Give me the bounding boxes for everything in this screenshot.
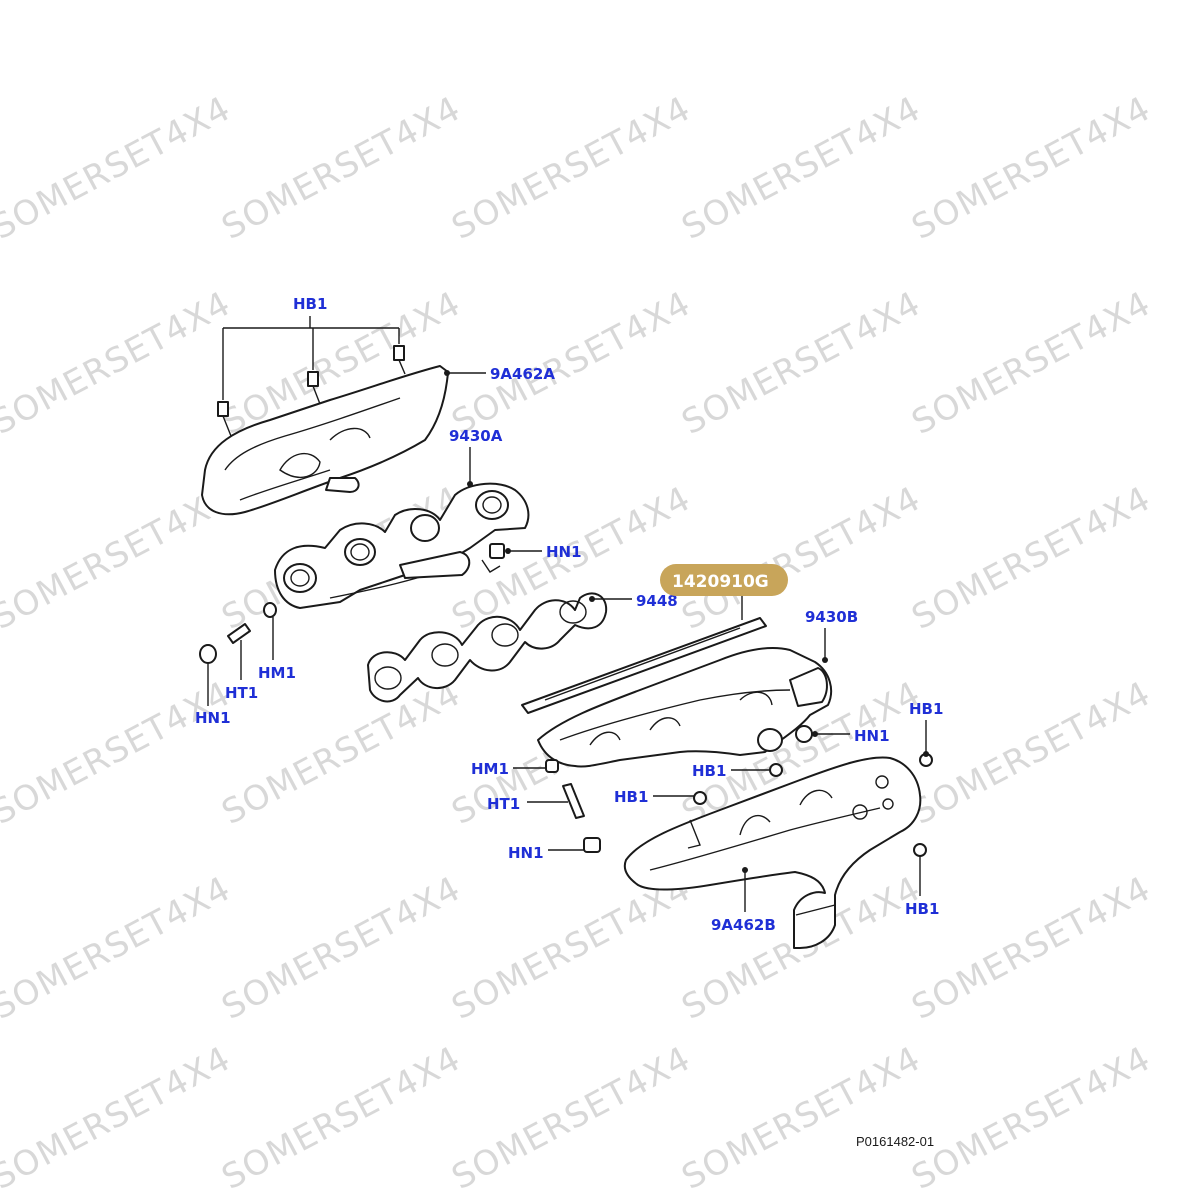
watermark: SOMERSET4X4	[905, 674, 1157, 833]
shield-b-leader	[742, 867, 748, 912]
hb1-b2-callout: HB1	[614, 788, 648, 806]
hn1-a-callout: HN1	[546, 543, 582, 561]
hm1-left-callout: HM1	[258, 664, 296, 682]
spacer-hm1-b[interactable]	[513, 759, 559, 773]
watermark: SOMERSET4X4	[905, 89, 1157, 248]
manifold-b-callout: 9430B	[805, 608, 858, 626]
watermark: SOMERSET4X4	[0, 869, 237, 1028]
watermark: SOMERSET4X4	[445, 869, 697, 1028]
part-number-label: 1420910G	[672, 572, 769, 592]
stud-hb1-a2[interactable]	[307, 371, 321, 405]
watermark: SOMERSET4X4	[445, 284, 697, 443]
shield-b-callout: 9A462B	[711, 916, 776, 934]
manifold-a-leader	[467, 447, 473, 487]
heat-shield-a[interactable]	[201, 365, 449, 516]
hb1-right-bottom-callout: HB1	[905, 900, 939, 918]
bolt-hb1-right-bottom[interactable]	[913, 843, 927, 896]
hb1-top-leader	[222, 316, 400, 400]
nut-hn1-bottom[interactable]	[548, 837, 601, 853]
gasket-b-strip[interactable]	[521, 617, 767, 714]
gasket-9448[interactable]	[367, 592, 608, 703]
shield-a-leader	[444, 370, 486, 376]
watermark: SOMERSET4X4	[215, 1039, 467, 1198]
watermark: SOMERSET4X4	[445, 89, 697, 248]
ht1-b-callout: HT1	[487, 795, 520, 813]
stud-ht1-left[interactable]	[227, 623, 251, 680]
manifold-b-leader	[822, 628, 828, 663]
hb1-top-callout: HB1	[293, 295, 327, 313]
stud-hb1-a1[interactable]	[217, 401, 232, 437]
watermark: SOMERSET4X4	[675, 479, 927, 638]
watermark: SOMERSET4X4	[0, 89, 237, 248]
stud-hb1-a3[interactable]	[393, 345, 406, 375]
watermark: SOMERSET4X4	[0, 479, 237, 638]
heat-shield-b[interactable]	[623, 756, 922, 949]
shield-a-callout: 9A462A	[490, 365, 555, 383]
hn1-b-callout: HN1	[854, 727, 890, 745]
nut-hn1-a[interactable]	[489, 543, 542, 559]
watermark: SOMERSET4X4	[675, 1039, 927, 1198]
diagram-reference: P0161482-01	[856, 1134, 934, 1149]
bolt-hb1-b2[interactable]	[653, 791, 707, 805]
part-number-highlight[interactable]: 1420910G	[660, 564, 788, 620]
watermark: SOMERSET4X4	[0, 284, 237, 443]
watermark: SOMERSET4X4	[675, 284, 927, 443]
spacer-hm1-left[interactable]	[263, 602, 277, 660]
watermark: SOMERSET4X4	[675, 89, 927, 248]
nut-hn1-b[interactable]	[795, 725, 850, 743]
gasket-callout: 9448	[636, 592, 678, 610]
watermark: SOMERSET4X4	[0, 1039, 237, 1198]
nut-hn1-left[interactable]	[199, 644, 217, 706]
hn1-bottom-callout: HN1	[508, 844, 544, 862]
hm1-b-callout: HM1	[471, 760, 509, 778]
watermark-layer: SOMERSET4X4 SOMERSET4X4 SOMERSET4X4 SOME…	[0, 89, 1157, 1198]
watermark: SOMERSET4X4	[0, 674, 237, 833]
ht1-left-callout: HT1	[225, 684, 258, 702]
hn1-left-callout: HN1	[195, 709, 231, 727]
manifold-a-callout: 9430A	[449, 427, 503, 445]
watermark: SOMERSET4X4	[905, 284, 1157, 443]
watermark: SOMERSET4X4	[905, 479, 1157, 638]
bolt-hb1-b1[interactable]	[731, 763, 783, 777]
watermark: SOMERSET4X4	[215, 869, 467, 1028]
watermark: SOMERSET4X4	[905, 1039, 1157, 1198]
gasket-leader	[589, 596, 632, 602]
watermark: SOMERSET4X4	[905, 869, 1157, 1028]
hb1-right-top-callout: HB1	[909, 700, 943, 718]
exhaust-manifold-a[interactable]	[274, 482, 530, 609]
stud-ht1-b[interactable]	[527, 783, 585, 819]
bolt-hb1-right-top[interactable]	[919, 720, 933, 767]
exhaust-manifold-b[interactable]	[537, 647, 833, 768]
hb1-b1-callout: HB1	[692, 762, 726, 780]
watermark: SOMERSET4X4	[215, 89, 467, 248]
watermark: SOMERSET4X4	[445, 1039, 697, 1198]
